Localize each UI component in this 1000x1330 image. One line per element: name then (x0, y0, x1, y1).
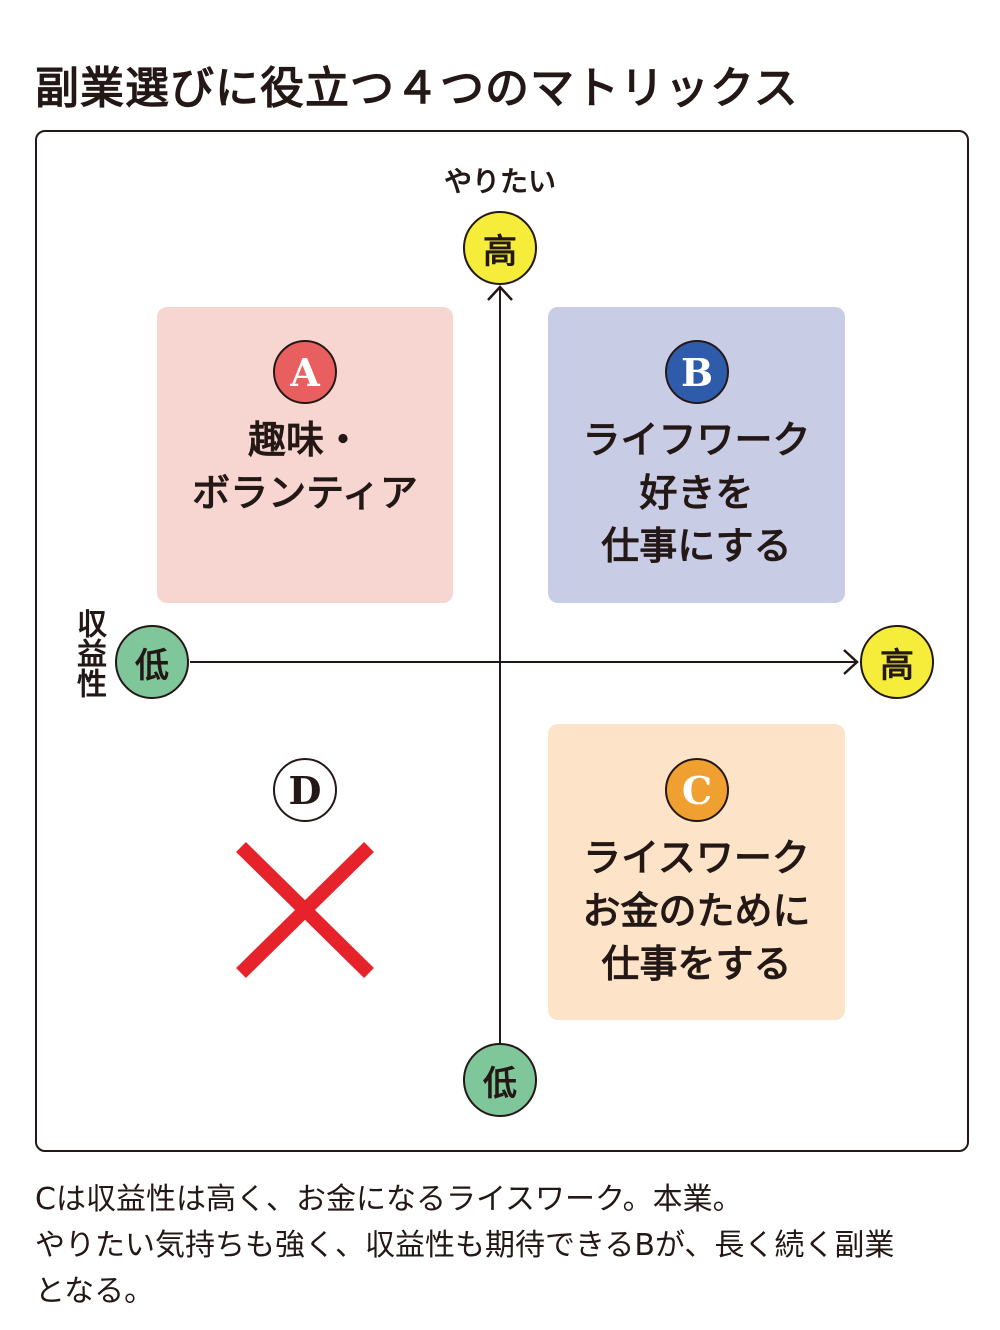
caption-line: やりたい気持ちも強く、収益性も期待できるBが、長く続く副業 (35, 1228, 895, 1263)
quadrant-b-badge: B (665, 340, 729, 404)
quadrant-b-line: 好きを (639, 471, 754, 515)
arrow-up-icon (487, 285, 513, 301)
vertical-axis-label: やりたい (443, 165, 556, 198)
quadrant-a-badge: A (273, 340, 337, 404)
quadrant-c-line: ライスワーク (583, 836, 810, 880)
caption-line: Cは収益性は高く、お金になるライスワーク。本業。 (35, 1182, 743, 1217)
quadrant-c-line: お金のために (582, 889, 811, 933)
arrow-right-icon (843, 649, 859, 675)
vertical-low-marker: 低 (463, 1043, 537, 1117)
cross-mark-icon (236, 842, 374, 978)
horizontal-axis (190, 661, 858, 663)
horizontal-high-marker: 高 (860, 625, 934, 699)
quadrant-c-text: ライスワーク お金のために 仕事をする (548, 832, 845, 991)
quadrant-a-line: 趣味・ (247, 418, 362, 462)
caption-line: となる。 (35, 1274, 155, 1309)
quadrant-d-badge: D (273, 758, 337, 822)
quadrant-b-text: ライフワーク 好きを 仕事にする (548, 414, 845, 573)
matrix-frame (35, 130, 969, 1152)
quadrant-a-text: 趣味・ ボランティア (157, 414, 453, 520)
vertical-high-marker: 高 (463, 211, 537, 285)
quadrant-b-line: ライフワーク (582, 418, 811, 462)
quadrant-c-badge: C (665, 758, 729, 822)
horizontal-low-marker: 低 (115, 625, 189, 699)
vertical-axis (499, 288, 501, 1044)
horizontal-axis-label: 収益性 (71, 608, 106, 698)
quadrant-a-line: ボランティア (192, 471, 418, 515)
page-title: 副業選びに役立つ４つのマトリックス (35, 63, 799, 114)
quadrant-b-line: 仕事にする (601, 524, 792, 568)
quadrant-c-line: 仕事をする (601, 942, 792, 986)
